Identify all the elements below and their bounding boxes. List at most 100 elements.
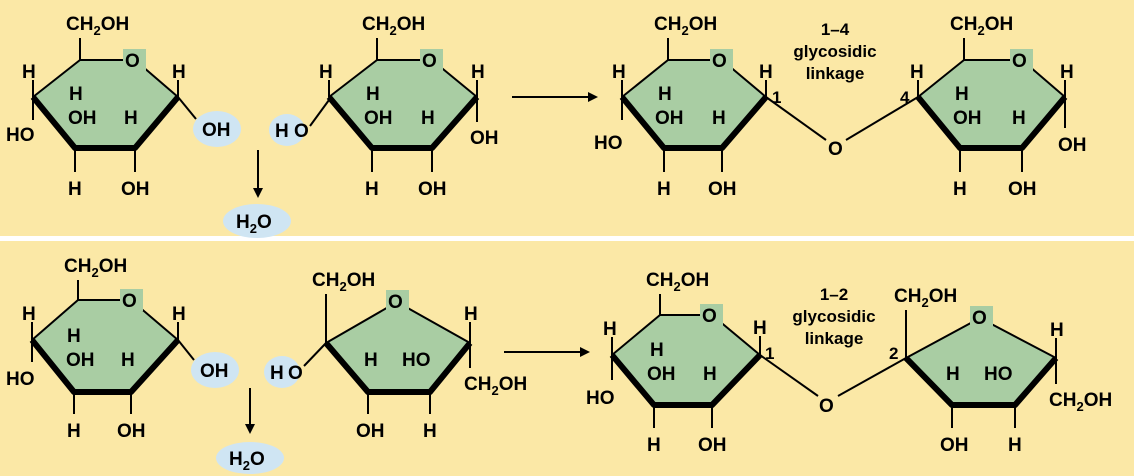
ring-oxygen-label: O xyxy=(422,51,437,72)
h-label: H xyxy=(423,421,437,442)
oh-label: OH xyxy=(121,179,150,200)
hydroxyl-highlight xyxy=(191,352,239,388)
h-label: H xyxy=(275,121,289,142)
ring-front-edge xyxy=(30,95,181,151)
svg-text:1–2: 1–2 xyxy=(820,285,848,304)
ring-front-edge xyxy=(326,95,480,151)
water-label: H2O xyxy=(229,449,265,473)
ring-oxygen-mask xyxy=(386,290,409,312)
ho-label: HO xyxy=(586,388,615,409)
h-label: H xyxy=(22,304,36,325)
h-label: H xyxy=(471,62,485,83)
oh-label: OH xyxy=(117,421,146,442)
h-label: H xyxy=(121,350,135,371)
oh-label: OH xyxy=(1058,135,1087,156)
h-label: H xyxy=(612,62,626,83)
ring-front-edge xyxy=(29,337,181,395)
ch2oh-label: CH2OH xyxy=(646,270,709,294)
h-label: H xyxy=(270,363,284,384)
oh-label: OH xyxy=(200,361,229,382)
oh-label: OH xyxy=(418,179,447,200)
h-label: H xyxy=(364,350,378,371)
oh-label: OH xyxy=(655,108,684,129)
ring-oxygen-label: O xyxy=(122,291,137,312)
ch2oh-label: CH2OH xyxy=(950,14,1013,38)
water-label: H2O xyxy=(236,212,272,236)
ring-oxygen-mask xyxy=(970,306,993,328)
h-label: H xyxy=(759,62,773,83)
svg-text:linkage: linkage xyxy=(805,329,864,348)
ch2oh-label: CH2OH xyxy=(64,256,127,280)
bottom-fructose: H O O CH2OH H CH2OH H HO OH H xyxy=(264,270,527,442)
h-label: H xyxy=(647,435,661,456)
top-product: O CH2OH H HO H 1 H OH H H OH O 1–4 glyco… xyxy=(594,14,1087,200)
ring-front-edge xyxy=(903,355,1059,408)
linkage-label: 1–2 glycosidic linkage xyxy=(792,285,875,348)
ch2oh-label: CH2OH xyxy=(654,14,717,38)
ring-oxygen-label: O xyxy=(125,51,140,72)
linkage-carbon-number: 1 xyxy=(765,344,774,363)
oh-label: OH xyxy=(698,435,727,456)
h-label: H xyxy=(172,304,186,325)
linkage-carbon-number: 4 xyxy=(900,88,910,107)
water-highlight xyxy=(223,204,291,238)
panel-divider xyxy=(0,236,1134,241)
oh-label: OH xyxy=(470,128,499,149)
bridge-oxygen-label: O xyxy=(828,139,843,160)
h-label: H xyxy=(657,179,671,200)
ho-label: HO xyxy=(594,133,623,154)
oh-label: OH xyxy=(66,350,95,371)
h-label: H xyxy=(464,304,478,325)
ch2oh-label: CH2OH xyxy=(464,374,527,398)
oh-label: OH xyxy=(940,435,969,456)
h-label: H xyxy=(703,364,717,385)
water-highlight xyxy=(216,442,284,474)
ho-label: HO xyxy=(984,364,1013,385)
h-label: H xyxy=(319,62,333,83)
ch2oh-label: CH2OH xyxy=(1049,390,1112,414)
h-label: H xyxy=(68,179,82,200)
h-label: H xyxy=(172,62,186,83)
oh-label: OH xyxy=(364,108,393,129)
ring-front-edge xyxy=(609,352,763,408)
ring-oxygen-label: O xyxy=(388,292,403,313)
ho-label: HO xyxy=(6,369,35,390)
h-label: H xyxy=(955,84,969,105)
h-label: H xyxy=(1050,320,1064,341)
ch2oh-label: CH2OH xyxy=(66,14,129,38)
svg-text:linkage: linkage xyxy=(806,64,865,83)
o-label: O xyxy=(294,121,309,142)
ring-oxygen-mask xyxy=(700,304,723,326)
svg-text:glycosidic: glycosidic xyxy=(792,307,875,326)
h-label: H xyxy=(712,108,726,129)
bridge-oxygen-label: O xyxy=(819,396,834,417)
h-label: H xyxy=(946,364,960,385)
hydrogen-highlight xyxy=(264,356,300,388)
ch2oh-label: CH2OH xyxy=(362,14,425,38)
o-label: O xyxy=(288,363,303,384)
ho-label: HO xyxy=(402,350,431,371)
ring-oxygen-mask xyxy=(123,49,146,71)
bottom-glucose: O CH2OH H HO H OH H OH H H OH xyxy=(6,256,239,442)
h-label: H xyxy=(658,84,672,105)
ring-oxygen-label: O xyxy=(972,308,987,329)
h-label: H xyxy=(953,179,967,200)
linkage-label: 1–4 glycosidic linkage xyxy=(793,20,876,83)
ch2oh-label: CH2OH xyxy=(894,286,957,310)
h-label: H xyxy=(1012,108,1026,129)
oh-label: OH xyxy=(356,421,385,442)
ring-oxygen-label: O xyxy=(712,51,727,72)
top-glucose-left: O CH2OH H HO H OH H OH H H OH xyxy=(6,14,241,200)
ch2oh-label: CH2OH xyxy=(312,270,375,294)
linkage-carbon-number: 1 xyxy=(772,88,781,107)
linkage-carbon-number: 2 xyxy=(889,344,898,363)
oh-label: OH xyxy=(708,179,737,200)
ring-oxygen-label: O xyxy=(702,306,717,327)
h-label: H xyxy=(1060,62,1074,83)
hydroxyl-highlight xyxy=(193,111,241,147)
h-label: H xyxy=(22,62,36,83)
top-glucose-right: H O O CH2OH H H OH H OH H H OH xyxy=(269,14,499,200)
oh-label: OH xyxy=(1008,179,1037,200)
